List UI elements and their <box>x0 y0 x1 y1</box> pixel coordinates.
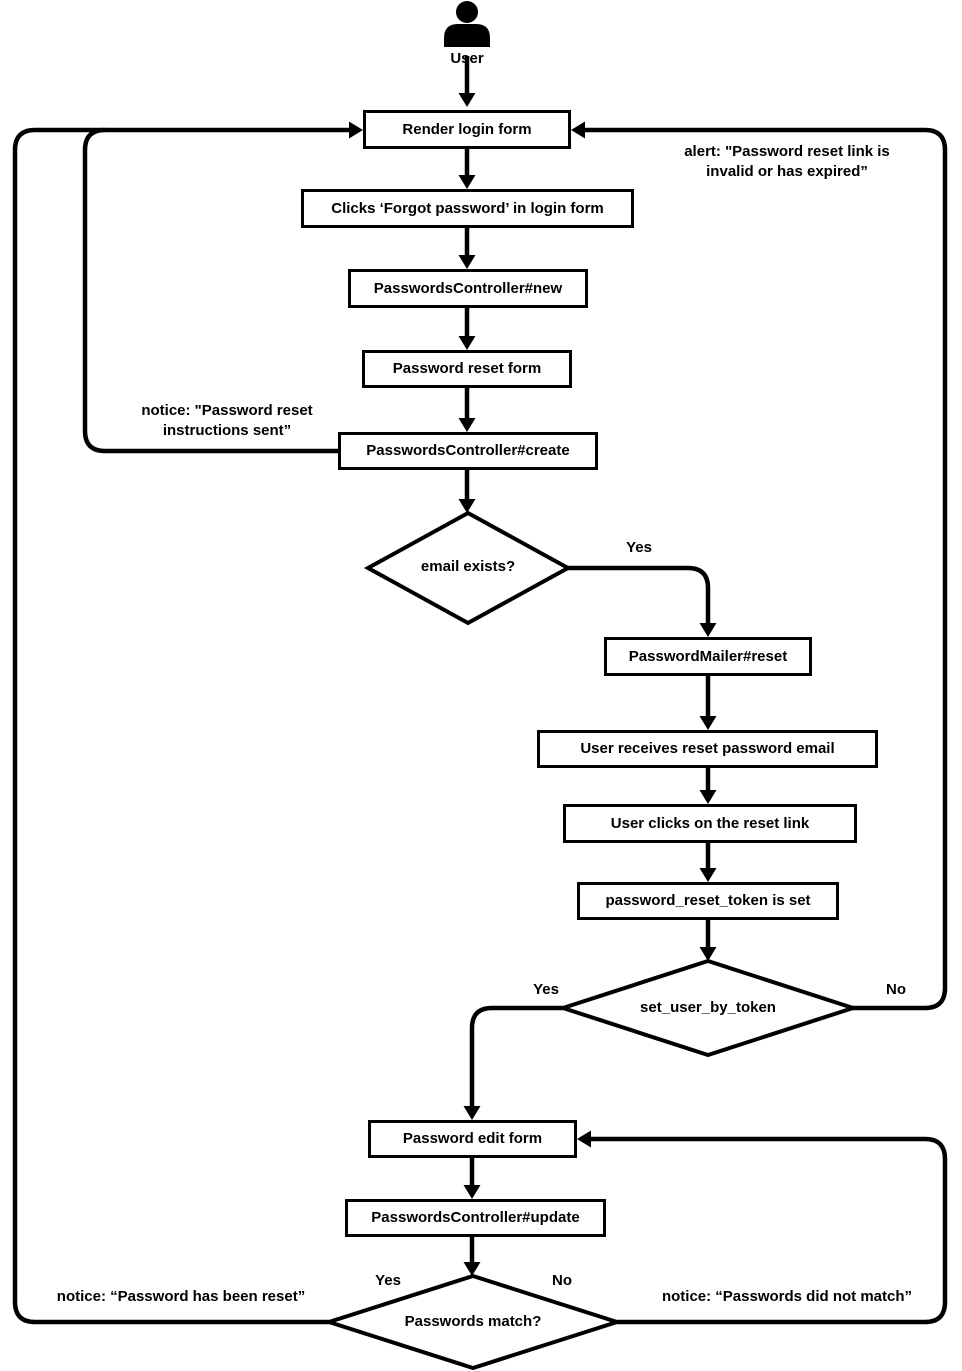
node-passwords-controller-update: PasswordsController#update <box>345 1199 606 1237</box>
edge-label-email-exists-yes: Yes <box>626 538 652 556</box>
node-password-reset-token-set: password_reset_token is set <box>577 882 839 920</box>
actor-user-label: User <box>450 49 484 67</box>
edge-setuser-yes <box>469 1005 563 1106</box>
decision-email-exists-label: email exists? <box>420 557 516 575</box>
node-password-edit-form: Password edit form <box>368 1120 577 1158</box>
decision-set-user-by-token <box>556 958 860 1058</box>
decision-email-exists <box>363 510 573 626</box>
node-user-clicks-reset-link: User clicks on the reset link <box>563 804 857 843</box>
decision-passwords-match-label: Passwords match? <box>404 1312 542 1330</box>
edge-pccreate-notice-loop <box>82 127 338 454</box>
edge-label-set-user-yes: Yes <box>533 980 559 998</box>
decision-passwords-match <box>322 1273 624 1371</box>
node-passwords-controller-new: PasswordsController#new <box>348 269 588 308</box>
node-passwords-controller-create: PasswordsController#create <box>338 432 598 470</box>
edge-label-set-user-no: No <box>886 980 906 998</box>
user-icon <box>444 1 490 47</box>
arrowheads <box>349 93 717 1276</box>
node-clicks-forgot-password: Clicks ‘Forgot password’ in login form <box>301 189 634 228</box>
edge-emailexists-yes <box>568 565 711 623</box>
edge-match-no-loop <box>591 1136 948 1325</box>
edge-setuser-no-loop <box>585 127 948 1011</box>
node-render-login-form: Render login form <box>363 110 571 149</box>
decision-set-user-by-token-label: set_user_by_token <box>640 998 776 1016</box>
edge-label-passwords-match-yes: Yes <box>375 1271 401 1289</box>
annotation-alert-link-invalid: alert: "Password reset link is invalid o… <box>684 142 890 180</box>
annotation-notice-passwords-no-match: notice: “Passwords did not match” <box>661 1287 913 1305</box>
node-user-receives-email: User receives reset password email <box>537 730 878 768</box>
edge-label-passwords-match-no: No <box>552 1271 572 1289</box>
node-password-reset-form: Password reset form <box>362 350 572 388</box>
edge-match-yes-loop <box>12 127 349 1325</box>
annotation-notice-password-reset: notice: “Password has been reset” <box>56 1287 306 1305</box>
annotation-notice-instructions-sent: notice: "Password reset instructions sen… <box>141 401 313 439</box>
node-password-mailer-reset: PasswordMailer#reset <box>604 637 812 676</box>
